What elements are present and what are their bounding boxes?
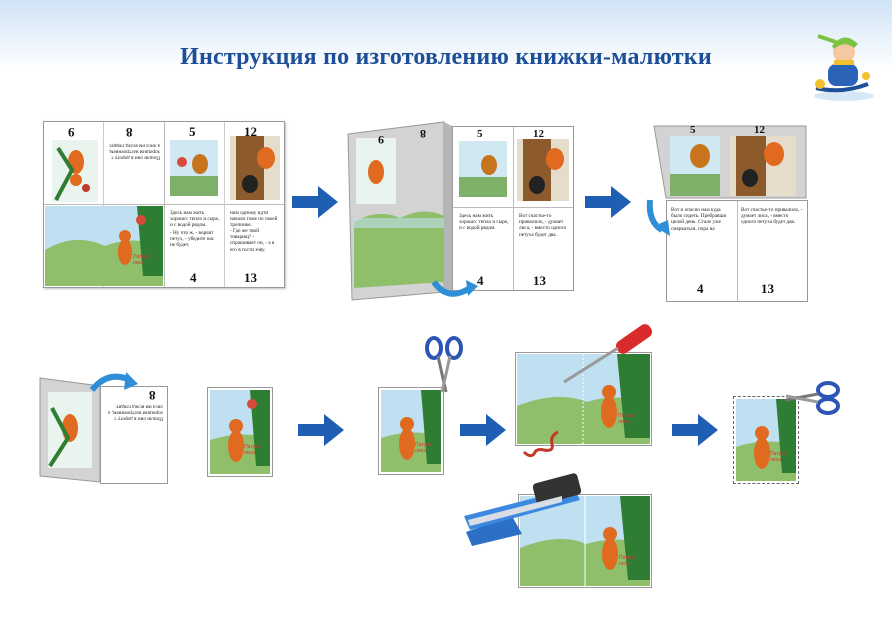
page-number-13: 13 <box>244 270 257 285</box>
illustration-fox-cut <box>381 390 441 472</box>
step6-booklet-cut: Патрик лиса <box>378 387 444 475</box>
text-block-8: Пошли они в дорогу с хорошим настроением… <box>108 142 160 161</box>
text-block-13: ним одному идти начали тоже по своей тро… <box>230 210 278 229</box>
booklet-gray-cover <box>39 377 101 483</box>
illustration-rooster-step2 <box>459 141 507 197</box>
step7-spread-holes: Патрик лиса <box>515 352 652 446</box>
step8-booklet-trimmed: Патрик лиса <box>733 396 799 484</box>
page-number-8: 8 <box>126 125 133 140</box>
page-number-12-step2: 12 <box>533 128 544 140</box>
fold-arrow-icon <box>89 372 138 392</box>
fox-label-step5: Патрик лиса <box>244 444 261 456</box>
right-arrow-icon <box>292 186 338 218</box>
illustration-tree-step2 <box>517 139 569 201</box>
illustration-spread-step9 <box>520 496 650 586</box>
illustration-fox-cover <box>210 390 270 474</box>
fox-label-step9: Патрик лиса <box>619 555 636 567</box>
step1-sheet: 9 8 5 12 Пошли они в дорогу с хорошим на… <box>43 121 285 288</box>
booklet-white-page: 8 Пошли они в дорогу с хорошим настроени… <box>100 386 168 484</box>
sledding-boy-icon <box>814 34 874 101</box>
sky-gradient <box>0 0 892 70</box>
fox-label-step6: Патрик лиса <box>415 442 432 454</box>
page-number-9-folded: 9 <box>378 133 384 147</box>
text-block-4-step2: Здесь нам жить хорошо: тепло и сыро, и с… <box>459 213 509 232</box>
step3-folded-sheet: 5 12 Вот и опасно нам куда было сидеть. … <box>646 122 808 302</box>
right-arrow-icon <box>585 186 631 218</box>
fox-label-step8: Патрик лиса <box>770 451 787 463</box>
step3-bottom-white: Вот и опасно нам куда было сидеть. Пребр… <box>666 200 808 302</box>
stapler-icon <box>464 473 582 546</box>
step2-right-half: 5 12 Здесь нам жить хорошо: тепло и сыро… <box>452 126 574 291</box>
page-number-13-step2: 13 <box>533 273 546 288</box>
page-number-5: 5 <box>189 124 196 139</box>
page-number-4-step3: 4 <box>697 281 704 296</box>
thread-icon <box>522 430 559 458</box>
page-number-12: 12 <box>244 124 257 139</box>
step3-top-gray <box>653 125 807 199</box>
page-title: Инструкция по изготовлению книжки-малютк… <box>180 44 712 70</box>
right-arrow-icon <box>298 414 344 446</box>
illustration-fox-forest <box>45 206 163 286</box>
illustration-tree-hollow <box>230 136 280 200</box>
step4-booklet-fold: 8 Пошли они в дорогу с хорошим настроени… <box>39 372 168 484</box>
page-number-5-step3: 5 <box>690 124 696 136</box>
page-number-13-step3: 13 <box>761 281 774 296</box>
text-block-4-step3: Вот и опасно нам куда было сидеть. Пребр… <box>671 207 727 232</box>
fold-arrow-icon <box>431 280 478 297</box>
text-block-4: Здесь нам жить хорошо: тепло и сыро, и с… <box>170 210 220 229</box>
page-number-4: 4 <box>190 270 197 285</box>
page-number-8-step4: 8 <box>149 388 156 403</box>
page-number-5-step2: 5 <box>477 128 483 140</box>
illustration-fox-trimmed <box>736 399 796 481</box>
text-block-4b: - Ну что ж, - ворчит петух, - убедите на… <box>170 230 215 249</box>
fold-arrow-icon <box>646 199 670 236</box>
step2-folded-sheet: 9 8 5 12 Здесь нам жить хорошо: тепло и … <box>347 121 574 301</box>
text-block-13-step3: Вот счастье-то привалило, - думает лиса,… <box>741 207 803 226</box>
illustration-fox-upside-down <box>52 140 98 202</box>
fox-label: Патрик лиса <box>133 254 150 266</box>
text-block-13-step2: Вот счастье-то привалило, - думает лиса,… <box>519 213 567 238</box>
text-block-8-step4: Пошли они в дорогу с хорошим настроением… <box>108 403 163 422</box>
right-arrow-icon <box>672 414 718 446</box>
fox-label-step7: Патрик лиса <box>618 413 635 425</box>
folded-gray-panel <box>347 121 452 301</box>
illustration-rooster <box>170 140 218 196</box>
right-arrow-icon <box>460 414 506 446</box>
page-number-12-step3: 12 <box>754 124 765 136</box>
screwdriver-icon <box>563 324 653 384</box>
scissors-icon <box>425 336 463 393</box>
page-number-4-step2: 4 <box>477 273 484 288</box>
page-number-8-folded: 8 <box>420 127 426 141</box>
step5-booklet-cover: Патрик лиса <box>207 387 273 477</box>
text-block-13b: - Где же твой товарищ? - спрашивает он, … <box>230 228 275 253</box>
page-number-9: 9 <box>68 125 75 140</box>
scissors-icon <box>785 381 840 415</box>
